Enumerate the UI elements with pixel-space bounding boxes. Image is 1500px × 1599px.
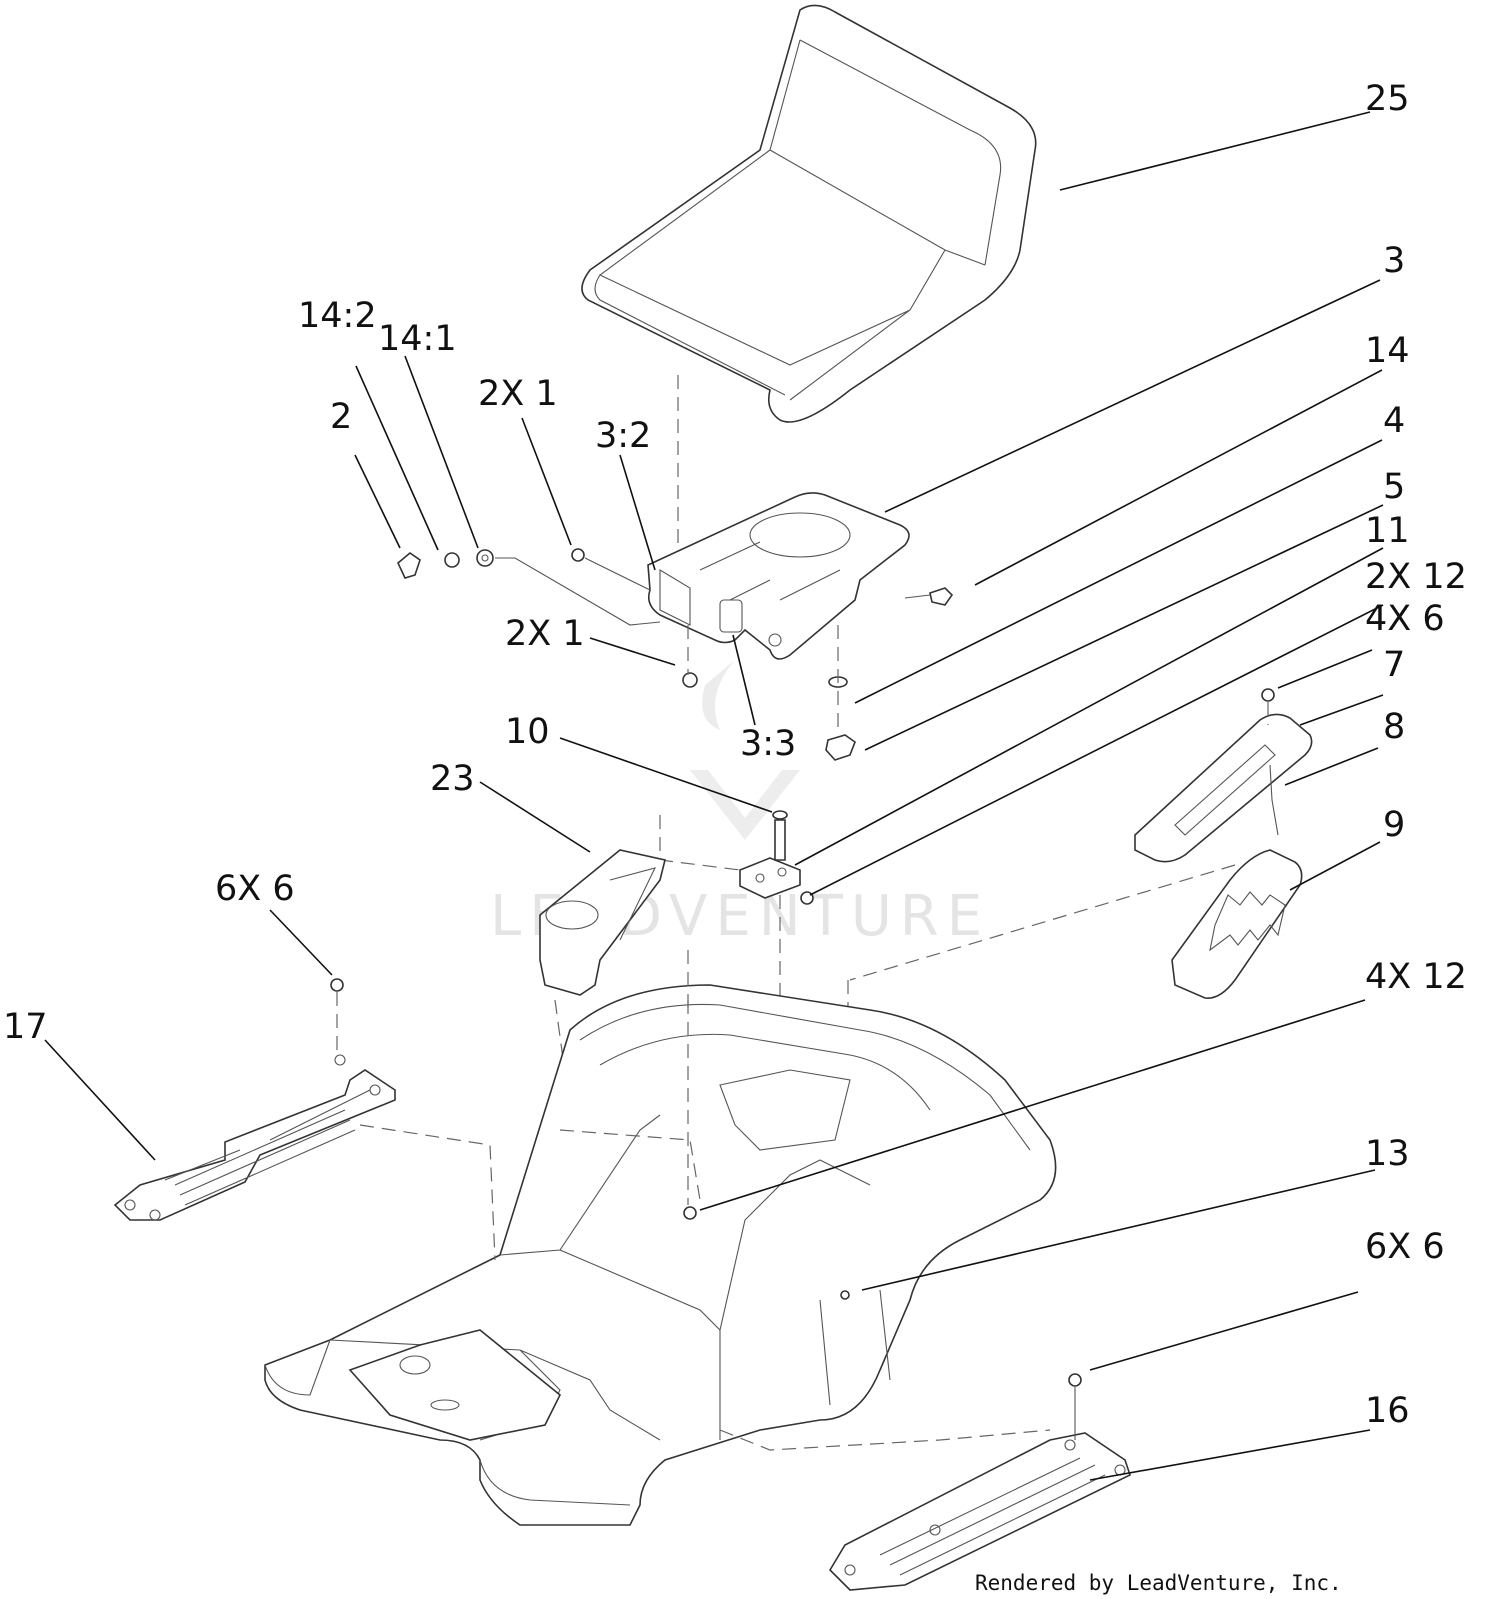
seat-bracket — [647, 492, 910, 660]
callout-2: 2 — [330, 397, 352, 437]
callout-7: 7 — [1383, 645, 1405, 685]
render-credit: Rendered by LeadVenture, Inc. — [975, 1571, 1342, 1595]
callout-14-1: 14:1 — [378, 319, 457, 359]
callout-6x6-right: 6X 6 — [1365, 1227, 1445, 1267]
callout-2x12: 2X 12 — [1365, 557, 1467, 597]
footpad-right — [828, 1373, 1131, 1591]
callout-3: 3 — [1383, 241, 1405, 281]
callout-6x6-left: 6X 6 — [215, 869, 295, 909]
footpad-left — [113, 978, 396, 1221]
callout-14: 14 — [1365, 331, 1410, 371]
callout-13: 13 — [1365, 1134, 1410, 1174]
callout-labels: 25 3 14 4 5 11 2X 12 4X 6 7 8 9 4X 12 13… — [3, 79, 1467, 1431]
callout-9: 9 — [1383, 805, 1405, 845]
callout-17: 17 — [3, 1007, 48, 1047]
callout-3-3: 3:3 — [740, 724, 796, 764]
callout-11: 11 — [1365, 511, 1410, 551]
leader-lines — [44, 111, 1384, 1481]
callout-2x1-bottom: 2X 1 — [505, 614, 585, 654]
callout-10: 10 — [505, 712, 550, 752]
callout-4: 4 — [1383, 401, 1405, 441]
hardware-left — [397, 548, 698, 688]
seat — [581, 4, 1037, 545]
callout-23: 23 — [430, 759, 475, 799]
callout-8: 8 — [1383, 707, 1405, 747]
callout-2x1-top: 2X 1 — [478, 374, 558, 414]
callout-25: 25 — [1365, 79, 1410, 119]
callout-4x12: 4X 12 — [1365, 957, 1467, 997]
fender-body — [264, 950, 1057, 1526]
hardware-right — [825, 587, 954, 761]
callout-14-2: 14:2 — [298, 296, 377, 336]
callout-4x6: 4X 6 — [1365, 599, 1445, 639]
callout-16: 16 — [1365, 1391, 1410, 1431]
callout-3-2: 3:2 — [595, 416, 651, 456]
callout-5: 5 — [1383, 467, 1405, 507]
shift-plate — [1134, 688, 1313, 863]
